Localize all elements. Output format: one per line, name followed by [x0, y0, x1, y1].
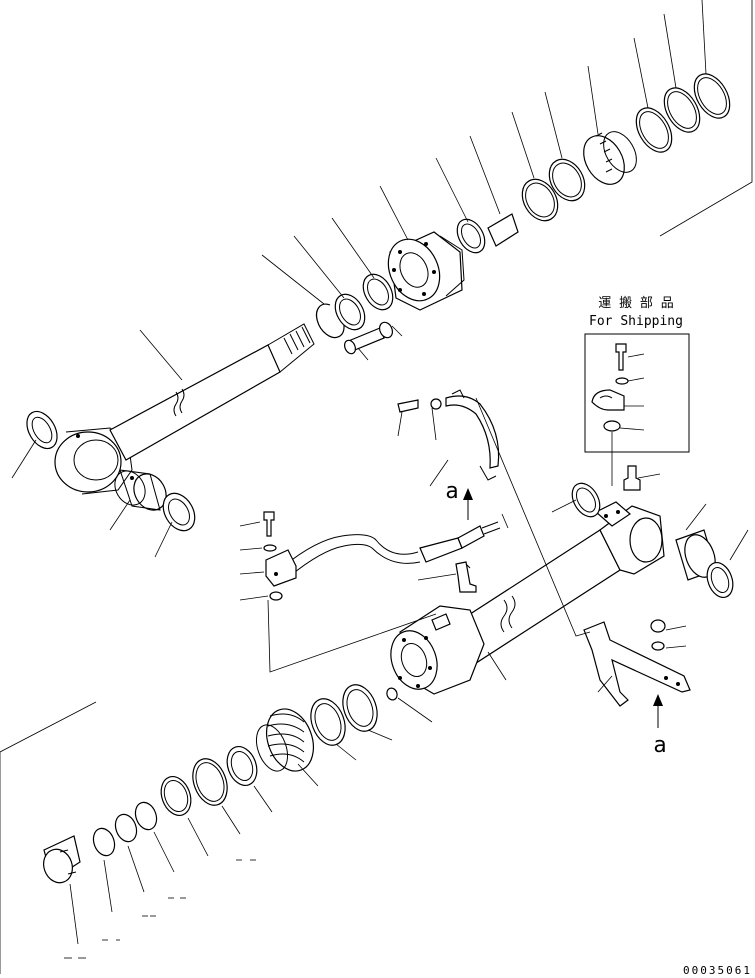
- leader-lines-lower: [0, 397, 749, 974]
- rod-eye: [54, 431, 122, 493]
- piston-rod: [109, 344, 281, 461]
- figure-code: 00035061: [683, 964, 752, 977]
- ring-a: [334, 293, 366, 331]
- head-bolt: [343, 321, 394, 355]
- dust-seal: [26, 410, 58, 450]
- rod-thread: [267, 323, 315, 373]
- bushing-seal: [162, 492, 196, 532]
- piston: [583, 131, 637, 185]
- cylinder-tube: [390, 465, 665, 695]
- tube-bushing: [571, 482, 734, 599]
- ring-b: [362, 273, 394, 311]
- detail-marker-a-lower: a: [653, 694, 667, 758]
- cylinder-head: [387, 231, 465, 311]
- marker-a-upper-label: a: [445, 479, 458, 504]
- hose-assembly: [263, 389, 509, 601]
- piston-rod-assembly: [26, 323, 315, 532]
- rod-side-rings: [315, 273, 394, 339]
- shipping-parts-box: 運 搬 部 品 For Shipping: [584, 296, 690, 486]
- rod-bushing: [114, 469, 167, 511]
- marker-a-lower-label: a: [653, 733, 666, 758]
- lower-seal-kit: [43, 684, 398, 884]
- shipping-title-jp: 運 搬 部 品: [598, 296, 673, 311]
- shipping-title-en: For Shipping: [589, 314, 683, 329]
- piston-rings: [635, 73, 731, 153]
- lower-bracket: [583, 619, 691, 707]
- head-seals: [456, 158, 586, 254]
- bolt-washer: [378, 321, 394, 339]
- leader-lines-top: [11, 0, 753, 558]
- detail-marker-a-upper: a: [445, 479, 473, 520]
